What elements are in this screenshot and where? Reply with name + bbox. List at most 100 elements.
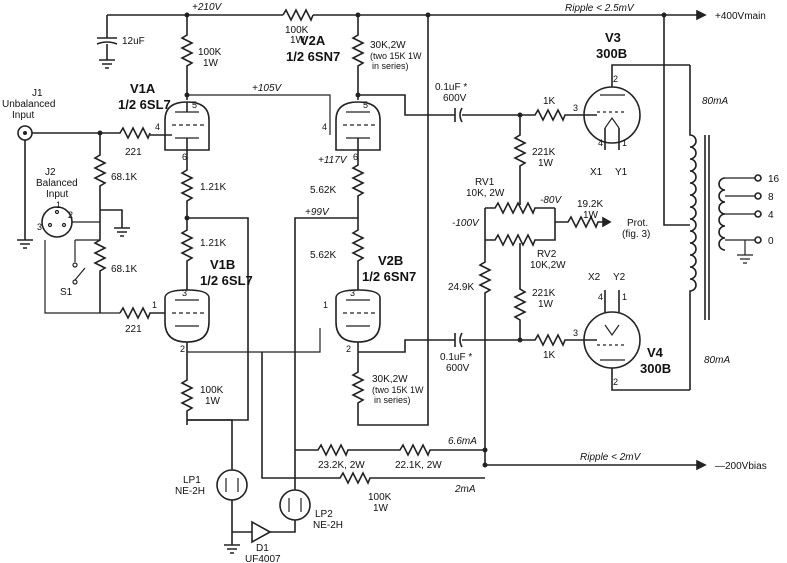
svg-text:in series): in series) [374,395,411,405]
v1b-type: 1/2 6SL7 [200,273,253,288]
svg-text:0: 0 [768,236,774,247]
svg-text:V2B: V2B [378,253,403,268]
svg-text:V2A: V2A [300,33,326,48]
svg-text:68.1K: 68.1K [111,264,137,275]
svg-text:in series): in series) [372,61,409,71]
c-12uf-label: 12uF [122,36,145,47]
svg-text:RV2: RV2 [537,249,557,260]
svg-text:22.1K, 2W: 22.1K, 2W [395,460,442,471]
svg-text:1W: 1W [538,158,554,169]
svg-text:Input: Input [12,110,34,121]
svg-text:3: 3 [37,222,42,232]
svg-text:600V: 600V [443,93,467,104]
svg-text:10K,2W: 10K,2W [530,260,566,271]
svg-text:1W: 1W [583,210,599,221]
svg-text:1W: 1W [373,503,389,514]
svg-text:4: 4 [322,122,327,132]
svg-text:300B: 300B [640,361,671,376]
v1b-tube [164,289,210,343]
svg-text:LP2: LP2 [315,509,333,520]
svg-text:LP1: LP1 [183,475,201,486]
svg-text:80mA: 80mA [704,355,730,366]
r-100k-v1a-w: 1W [203,58,219,69]
r-100k-v1a: 100K [198,47,222,58]
svg-text:10K, 2W: 10K, 2W [466,188,505,199]
svg-text:1K: 1K [543,96,556,107]
svg-text:1: 1 [622,292,627,302]
svg-text:NE-2H: NE-2H [313,520,343,531]
svg-text:Y2: Y2 [613,272,626,283]
svg-text:8: 8 [768,192,774,203]
svg-text:(two 15K 1W: (two 15K 1W [370,51,422,61]
v1a-type: 1/2 6SL7 [118,97,171,112]
wire-v1a-plate [187,94,331,135]
svg-text:1.21K: 1.21K [200,182,226,193]
svg-text:2: 2 [68,210,73,220]
svg-text:2mA: 2mA [454,484,476,495]
svg-text:300B: 300B [596,46,627,61]
svg-text:68.1K: 68.1K [111,172,137,183]
svg-text:X1: X1 [590,167,603,178]
svg-text:-100V: -100V [452,218,480,229]
svg-text:5: 5 [192,100,197,110]
top-rail-arrow [696,9,707,21]
svg-text:5.62K: 5.62K [310,185,336,196]
svg-text:600V: 600V [446,363,470,374]
svg-text:V3: V3 [605,30,621,45]
v1a-name: V1A [130,81,156,96]
svg-text:100K: 100K [200,385,224,396]
svg-text:16: 16 [768,174,780,185]
svg-text:3: 3 [350,288,355,298]
svg-text:2: 2 [346,344,351,354]
svg-text:Balanced: Balanced [36,178,78,189]
svg-text:5: 5 [363,100,368,110]
svg-text:80mA: 80mA [702,96,728,107]
svg-text:1: 1 [622,138,627,148]
svg-text:100K: 100K [368,492,392,503]
resistor-100k-top [282,8,314,22]
lp1-neon [216,469,248,501]
svg-text:3: 3 [182,288,187,298]
svg-text:2: 2 [613,74,618,84]
svg-text:4: 4 [155,122,160,132]
svg-text:24.9K: 24.9K [448,282,474,293]
svg-text:6.6mA: 6.6mA [448,436,477,447]
net-105v: +105V [252,83,283,94]
svg-text:+117V: +117V [318,155,348,166]
svg-text:Y1: Y1 [615,167,628,178]
svg-text:4: 4 [768,210,774,221]
svg-text:4: 4 [598,292,603,302]
svg-text:221: 221 [125,324,142,335]
svg-text:+99V: +99V [305,207,330,218]
svg-text:19.2K: 19.2K [577,199,603,210]
svg-text:(two 15K 1W: (two 15K 1W [372,385,424,395]
svg-text:V4: V4 [647,345,664,360]
svg-text:3: 3 [573,328,578,338]
net-210v: +210V [192,2,223,13]
svg-text:-80V: -80V [540,195,562,206]
svg-text:Ripple < 2mV: Ripple < 2mV [580,452,642,463]
svg-text:1: 1 [56,200,61,210]
svg-text:Input: Input [46,189,68,200]
svg-text:2: 2 [613,377,618,387]
svg-text:221: 221 [125,147,142,158]
r-100k-top-watt: 1W [290,35,306,46]
svg-text:23.2K, 2W: 23.2K, 2W [318,460,365,471]
svg-text:4: 4 [598,138,603,148]
diode-d1 [232,520,272,544]
svg-text:—200Vbias: —200Vbias [715,461,767,472]
svg-text:NE-2H: NE-2H [175,486,205,497]
r-100k-top-label: 100K [285,25,309,36]
svg-text:1K: 1K [543,350,556,361]
svg-text:1: 1 [152,300,157,310]
svg-text:5.62K: 5.62K [310,250,336,261]
svg-text:6: 6 [182,152,187,162]
svg-text:Prot.: Prot. [627,218,648,229]
svg-text:0.1uF *: 0.1uF * [440,352,472,363]
svg-text:(fig. 3): (fig. 3) [622,229,650,240]
svg-text:S1: S1 [60,287,73,298]
svg-text:1: 1 [323,300,328,310]
ripple-top-label: Ripple < 2.5mV [565,3,635,14]
